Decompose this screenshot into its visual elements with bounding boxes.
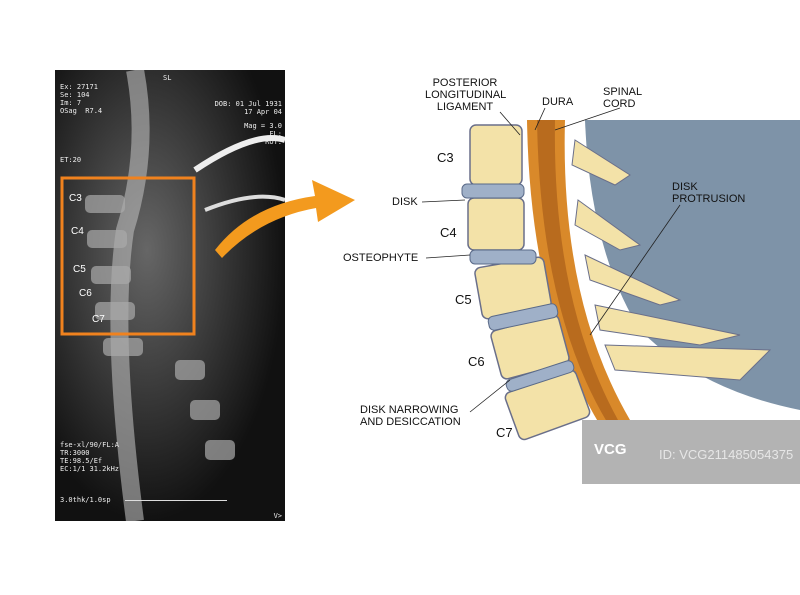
label-dura: DURA xyxy=(542,96,574,108)
mri-level-c4: C4 xyxy=(71,226,84,237)
leader-lines xyxy=(421,107,681,413)
mri-level-c5: C5 xyxy=(73,264,86,275)
spinal-cord xyxy=(537,120,618,422)
mri-info-bottom-left: fse-xl/90/FL:A TR:3000 TE:98.5/Ef EC:1/1… xyxy=(60,441,120,473)
label-disk: DISK xyxy=(392,196,418,208)
mri-info-top-left: Ex: 27171 Se: 104 Im: 7 OSag R7.4 xyxy=(60,83,103,115)
mri-level-c6: C6 xyxy=(79,288,92,299)
level-c5: C5 xyxy=(455,292,472,307)
disks xyxy=(461,183,575,392)
watermark: VCG ID: VCG211485054375 xyxy=(582,420,800,484)
mri-scale-bar xyxy=(125,500,227,501)
label-osteophyte: OSTEOPHYTE xyxy=(343,252,419,264)
mri-image xyxy=(55,70,285,521)
watermark-id: ID: VCG211485054375 xyxy=(659,447,794,462)
mri-et: ET:20 xyxy=(60,156,82,164)
level-c4: C4 xyxy=(440,225,457,240)
spinous-processes xyxy=(571,139,772,381)
level-c6: C6 xyxy=(468,354,485,369)
mri-info-top-right: DOB: 01 Jul 1931 17 Apr 04 xyxy=(214,100,282,116)
mri-scale-label: 3.0thk/1.0sp xyxy=(60,496,111,504)
muscle-background xyxy=(585,120,800,410)
level-c7: C7 xyxy=(496,425,513,440)
level-c3: C3 xyxy=(437,150,454,165)
mri-orientation: SL xyxy=(163,74,172,82)
watermark-logo: VCG xyxy=(594,441,627,458)
vertebral-bodies xyxy=(467,124,591,441)
mri-level-c7: C7 xyxy=(92,314,105,325)
arrow xyxy=(215,180,355,258)
mri-mag: Mag = 3.0 FL: ROT: xyxy=(244,122,282,146)
mri-level-c3: C3 xyxy=(69,193,82,204)
mri-scan: Ex: 27171 Se: 104 Im: 7 OSag R7.4 SL DOB… xyxy=(55,70,285,521)
mri-corner: V> xyxy=(273,512,282,520)
